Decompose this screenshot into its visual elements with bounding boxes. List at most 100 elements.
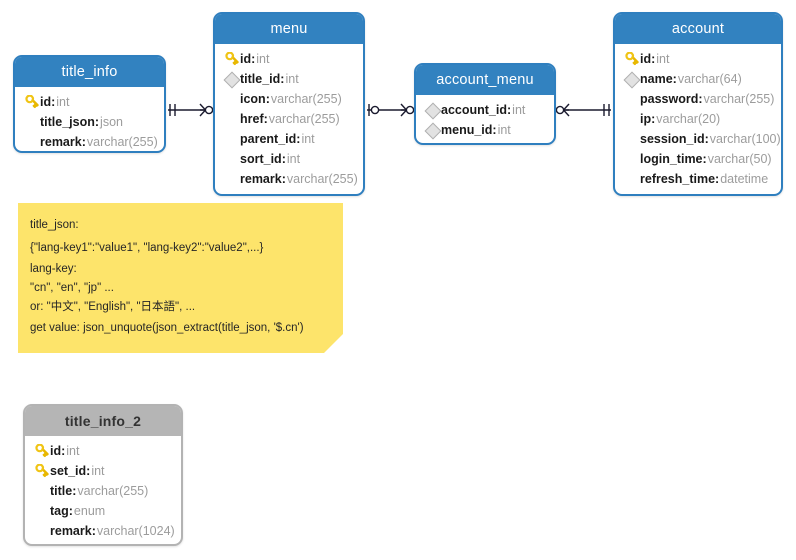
field-type: int xyxy=(512,103,526,117)
field-row[interactable]: set_id:int xyxy=(25,461,181,481)
field-row[interactable]: icon:varchar(255) xyxy=(215,89,363,109)
field-type: varchar(255) xyxy=(268,112,340,126)
field-separator: : xyxy=(263,112,268,126)
field-icon-placeholder xyxy=(623,129,640,149)
field-name: title_id xyxy=(240,72,281,86)
field-name: set_id xyxy=(50,464,87,478)
field-row[interactable]: remark:varchar(255) xyxy=(215,169,363,189)
primary-key-icon xyxy=(625,52,639,66)
relationship-menu-account_menu[interactable] xyxy=(365,99,414,121)
field-name: id xyxy=(240,52,252,66)
field-row[interactable]: id:int xyxy=(215,49,363,69)
note-line: title_json: xyxy=(30,219,79,231)
field-row[interactable]: name:varchar(64) xyxy=(615,69,781,89)
field-name: refresh_time xyxy=(640,172,716,186)
field-name: remark xyxy=(50,524,92,538)
field-icon-placeholder xyxy=(623,109,640,129)
field-type: varchar(255) xyxy=(86,135,158,149)
field-type: int xyxy=(286,152,301,166)
field-type: int xyxy=(66,444,80,458)
foreign-key-icon xyxy=(424,102,442,120)
primary-key-icon xyxy=(35,464,49,478)
field-name: icon xyxy=(240,92,266,106)
field-name: href xyxy=(240,112,264,126)
field-separator: : xyxy=(296,132,301,146)
field-name: id xyxy=(50,444,62,458)
field-row[interactable]: login_time:varchar(50) xyxy=(615,149,781,169)
field-separator: : xyxy=(492,123,497,137)
field-name: tag xyxy=(50,504,69,518)
field-type: datetime xyxy=(720,172,769,186)
field-type: varchar(255) xyxy=(77,484,149,498)
field-type: varchar(20) xyxy=(656,112,721,126)
field-row[interactable]: account_id:int xyxy=(416,100,554,120)
field-name: name xyxy=(640,72,673,86)
note-line: or: "中文", "English", "日本語", ... xyxy=(30,301,196,313)
field-row[interactable]: title:varchar(255) xyxy=(25,481,181,501)
note-title-json-note[interactable]: title_json:{"lang-key1":"value1", "lang-… xyxy=(18,203,343,353)
field-row[interactable]: menu_id:int xyxy=(416,120,554,140)
field-icon-placeholder xyxy=(23,112,40,132)
field-type: varchar(50) xyxy=(707,152,772,166)
field-row[interactable]: sort_id:int xyxy=(215,149,363,169)
field-separator: : xyxy=(651,112,656,126)
field-separator: : xyxy=(86,464,91,478)
field-row[interactable]: parent_id:int xyxy=(215,129,363,149)
field-row[interactable]: session_id:varchar(100) xyxy=(615,129,781,149)
foreign-key-icon xyxy=(223,69,241,89)
field-icon-placeholder xyxy=(623,169,640,189)
field-row[interactable]: href:varchar(255) xyxy=(215,109,363,129)
field-row[interactable]: id:int xyxy=(15,92,164,112)
field-row[interactable]: password:varchar(255) xyxy=(615,89,781,109)
entity-title-account_menu: account_menu xyxy=(416,65,554,95)
field-row[interactable]: id:int xyxy=(25,441,181,461)
field-row[interactable]: refresh_time:datetime xyxy=(615,169,781,189)
field-separator: : xyxy=(81,135,86,149)
field-name: title xyxy=(50,484,73,498)
primary-key-icon xyxy=(35,444,49,458)
field-separator: : xyxy=(265,92,270,106)
field-row[interactable]: id:int xyxy=(615,49,781,69)
field-separator: : xyxy=(281,172,286,186)
field-name: menu_id xyxy=(441,123,493,137)
field-separator: : xyxy=(251,52,256,66)
relationship-title_info-menu[interactable] xyxy=(166,99,213,121)
field-separator: : xyxy=(507,103,512,117)
field-type: int xyxy=(656,52,670,66)
field-type: varchar(100) xyxy=(709,132,781,146)
field-separator: : xyxy=(280,72,285,86)
field-separator: : xyxy=(698,92,703,106)
field-separator: : xyxy=(281,152,286,166)
field-row[interactable]: ip:varchar(20) xyxy=(615,109,781,129)
field-icon-placeholder xyxy=(33,521,50,541)
field-type: enum xyxy=(73,504,106,518)
relationship-account_menu-account[interactable] xyxy=(556,99,613,121)
foreign-key-icon xyxy=(623,69,641,89)
field-icon-placeholder xyxy=(223,149,240,169)
field-icon-placeholder xyxy=(33,481,50,501)
primary-key-icon xyxy=(23,92,40,112)
field-row[interactable]: tag:enum xyxy=(25,501,181,521)
field-row[interactable]: title_id:int xyxy=(215,69,363,89)
field-separator: : xyxy=(651,52,656,66)
field-type: varchar(255) xyxy=(270,92,342,106)
field-name: sort_id xyxy=(240,152,282,166)
note-line: get value: json_unquote(json_extract(tit… xyxy=(30,322,304,334)
primary-key-icon xyxy=(623,49,640,69)
entity-title-menu: menu xyxy=(215,14,363,44)
field-name: session_id xyxy=(640,132,705,146)
field-row[interactable]: remark:varchar(1024) xyxy=(25,521,181,541)
entity-title-account: account xyxy=(615,14,781,44)
field-row[interactable]: remark:varchar(255) xyxy=(15,132,164,151)
field-name: account_id xyxy=(441,103,507,117)
field-name: id xyxy=(640,52,652,66)
field-name: login_time xyxy=(640,152,703,166)
entity-title-title_info_2: title_info_2 xyxy=(25,406,181,436)
field-row[interactable]: title_json:json xyxy=(15,112,164,132)
